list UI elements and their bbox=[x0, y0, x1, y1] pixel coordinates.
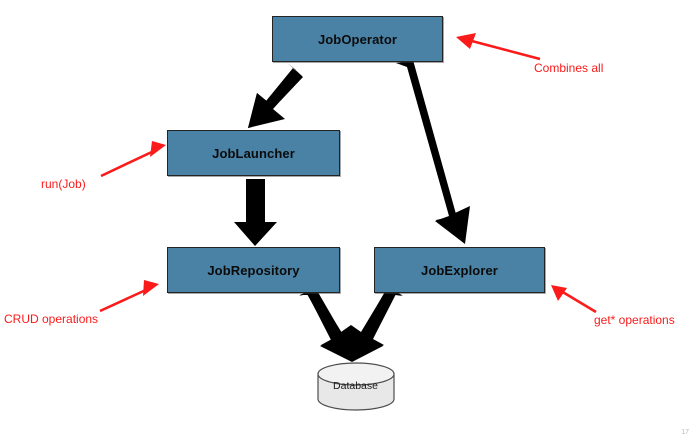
node-jobrepository[interactable]: JobRepository bbox=[167, 247, 340, 293]
node-jobrepository-label: JobRepository bbox=[207, 262, 300, 278]
edge-joblauncher-to-jobrepository bbox=[234, 179, 277, 246]
annotation-arrow-get-operations bbox=[551, 285, 597, 314]
annotation-arrow-crud-operations bbox=[99, 280, 159, 313]
edge-jobexplorer-to-database bbox=[351, 287, 403, 362]
database-label: Database bbox=[333, 380, 378, 392]
annotation-arrow-combines-all bbox=[456, 33, 541, 61]
annotation-run-job: run(Job) bbox=[41, 177, 86, 191]
annotation-combines-all: Combines all bbox=[534, 61, 604, 75]
annotation-crud-operations: CRUD operations bbox=[4, 312, 99, 326]
corner-page-mark: 17 bbox=[681, 429, 689, 436]
node-joboperator[interactable]: JobOperator bbox=[272, 16, 443, 62]
annotation-arrow-run-job bbox=[100, 141, 166, 178]
edge-joboperator-to-joblauncher bbox=[248, 62, 303, 128]
node-jobexplorer-label: JobExplorer bbox=[421, 262, 498, 278]
node-joboperator-label: JobOperator bbox=[317, 31, 398, 47]
annotation-get-operations: get* operations bbox=[594, 313, 675, 327]
node-jobexplorer[interactable]: JobExplorer bbox=[374, 247, 545, 293]
node-joblauncher-label: JobLauncher bbox=[212, 145, 295, 161]
node-joblauncher[interactable]: JobLauncher bbox=[167, 130, 340, 176]
edge-jobrepository-to-database bbox=[299, 287, 352, 362]
edge-joboperator-to-jobexplorer bbox=[396, 60, 470, 244]
